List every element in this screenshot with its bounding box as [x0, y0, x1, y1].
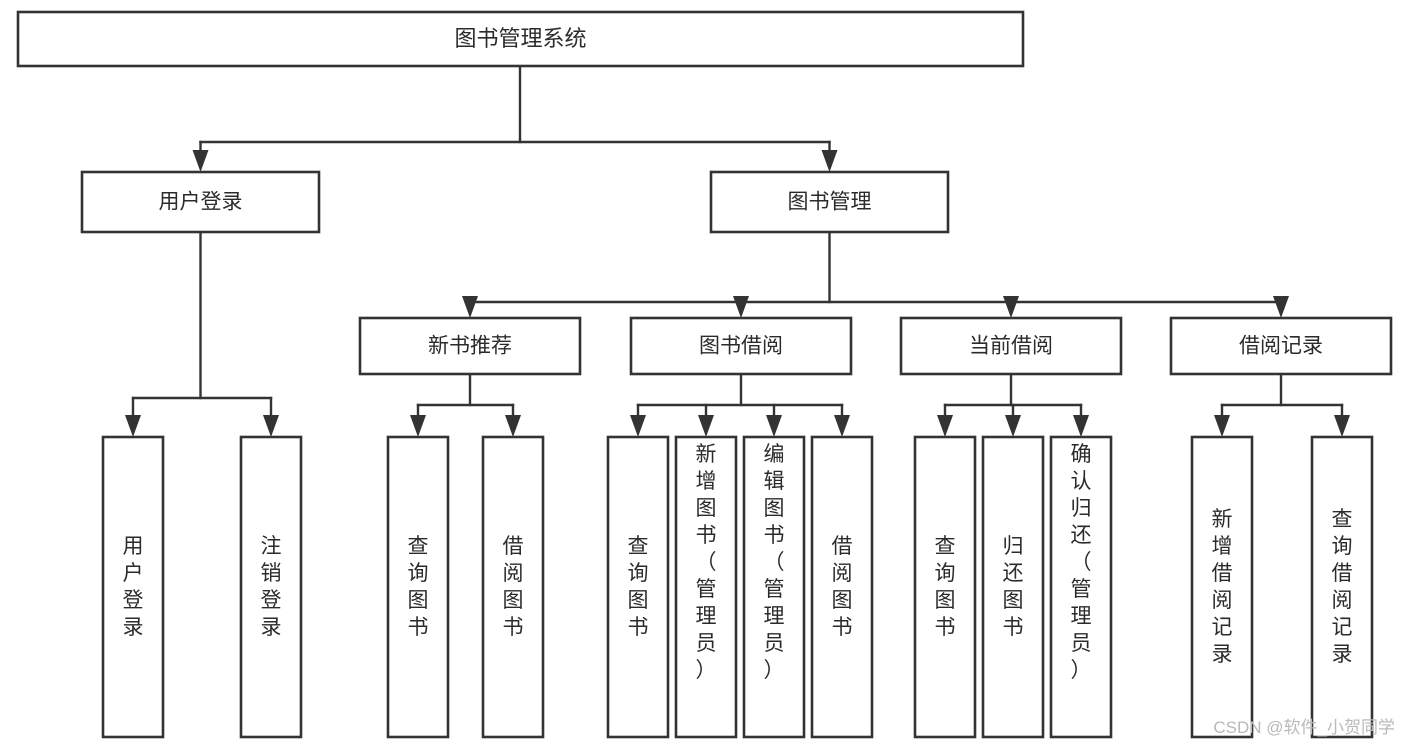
node-label-root: 图书管理系统 [454, 26, 586, 51]
node-leaf-query-book-2[interactable]: 查询图书 [606, 435, 670, 739]
node-leaf-query-record[interactable]: 查询借阅记录 [1310, 435, 1374, 739]
csdn-watermark: CSDN @软件_小贺同学 [1213, 718, 1395, 737]
node-label-current-borrow: 当前借阅 [969, 335, 1053, 358]
node-box-leaf-borrow-book-1[interactable] [481, 435, 545, 739]
node-leaf-confirm-return[interactable]: 确认归还（管理员） [1049, 435, 1113, 739]
node-box-book-manage[interactable] [709, 170, 950, 234]
node-boxes-layer: 图书管理系统用户登录图书管理新书推荐图书借阅当前借阅借阅记录用户登录注销登录查询… [16, 10, 1393, 739]
node-label-leaf-edit-book: 编辑图书（管理员） [764, 443, 785, 682]
edge-root-to-user-login-head [192, 150, 209, 172]
node-box-new-book-recommend[interactable] [358, 316, 582, 376]
node-box-leaf-query-book-1[interactable] [386, 435, 450, 739]
node-label-leaf-query-book-1: 查询图书 [408, 535, 429, 639]
node-leaf-return-book[interactable]: 归还图书 [981, 435, 1045, 739]
edge-book-manage-to-new-book-recommend-head [462, 296, 478, 318]
node-borrow-record[interactable]: 借阅记录 [1169, 316, 1393, 376]
node-box-leaf-user-logout[interactable] [239, 435, 303, 739]
node-box-leaf-query-book-2[interactable] [606, 435, 670, 739]
node-label-leaf-return-book: 归还图书 [1003, 535, 1024, 639]
node-box-leaf-add-book[interactable] [674, 435, 738, 739]
edge-current-borrow-to-leaf-query-book-3-head [937, 415, 953, 437]
node-box-leaf-confirm-return[interactable] [1049, 435, 1113, 739]
node-box-leaf-add-record[interactable] [1190, 435, 1254, 739]
node-box-leaf-edit-book[interactable] [742, 435, 806, 739]
node-label-leaf-query-book-2: 查询图书 [628, 535, 649, 639]
node-leaf-borrow-book-1[interactable]: 借阅图书 [481, 435, 545, 739]
edge-user-login-to-leaf-user-login-head [125, 415, 141, 437]
node-box-root[interactable] [16, 10, 1025, 68]
node-box-leaf-query-book-3[interactable] [913, 435, 977, 739]
node-label-leaf-query-book-3: 查询图书 [935, 535, 956, 639]
edge-new-book-recommend-to-leaf-borrow-book-1-head [505, 415, 521, 437]
edge-book-borrow-to-leaf-edit-book-head [766, 415, 782, 437]
node-label-new-book-recommend: 新书推荐 [428, 335, 512, 358]
node-leaf-edit-book[interactable]: 编辑图书（管理员） [742, 435, 806, 739]
node-book-manage[interactable]: 图书管理 [709, 170, 950, 234]
edge-book-borrow-to-leaf-add-book-head [698, 415, 714, 437]
node-leaf-query-book-1[interactable]: 查询图书 [386, 435, 450, 739]
node-box-book-borrow[interactable] [629, 316, 853, 376]
edge-new-book-recommend-to-leaf-query-book-1-head [410, 415, 426, 437]
edge-book-manage-to-borrow-record-head [1273, 296, 1289, 318]
node-box-user-login[interactable] [80, 170, 321, 234]
edge-user-login-to-leaf-user-logout-head [263, 415, 279, 437]
edge-book-manage-to-current-borrow-head [1003, 296, 1019, 318]
node-label-leaf-add-book: 新增图书（管理员） [696, 443, 717, 682]
node-user-login[interactable]: 用户登录 [80, 170, 321, 234]
node-leaf-user-login[interactable]: 用户登录 [101, 435, 165, 739]
node-new-book-recommend[interactable]: 新书推荐 [358, 316, 582, 376]
node-box-leaf-user-login[interactable] [101, 435, 165, 739]
edge-book-borrow-to-leaf-query-book-2-head [630, 415, 646, 437]
node-box-leaf-return-book[interactable] [981, 435, 1045, 739]
node-box-leaf-query-record[interactable] [1310, 435, 1374, 739]
node-label-leaf-borrow-book-2: 借阅图书 [832, 535, 853, 639]
node-label-book-borrow: 图书借阅 [699, 335, 783, 358]
edge-borrow-record-to-leaf-add-record-head [1214, 415, 1230, 437]
node-leaf-user-logout[interactable]: 注销登录 [239, 435, 303, 739]
node-label-user-login: 用户登录 [159, 191, 243, 214]
node-label-leaf-user-logout: 注销登录 [261, 535, 282, 639]
node-box-current-borrow[interactable] [899, 316, 1123, 376]
edge-borrow-record-to-leaf-query-record-head [1334, 415, 1350, 437]
edge-book-borrow-to-leaf-borrow-book-2-head [834, 415, 850, 437]
node-label-book-manage: 图书管理 [788, 191, 872, 214]
node-label-leaf-add-record: 新增借阅记录 [1212, 508, 1233, 666]
node-label-leaf-user-login: 用户登录 [123, 535, 144, 639]
node-book-borrow[interactable]: 图书借阅 [629, 316, 853, 376]
node-current-borrow[interactable]: 当前借阅 [899, 316, 1123, 376]
node-label-leaf-borrow-book-1: 借阅图书 [503, 535, 524, 639]
node-root[interactable]: 图书管理系统 [16, 10, 1025, 68]
edge-root-to-book-manage-head [821, 150, 838, 172]
edge-book-manage-to-book-borrow-head [733, 296, 749, 318]
node-label-leaf-confirm-return: 确认归还（管理员） [1071, 443, 1092, 682]
node-label-leaf-query-record: 查询借阅记录 [1332, 508, 1353, 666]
node-leaf-add-record[interactable]: 新增借阅记录 [1190, 435, 1254, 739]
connector-edges-layer [125, 64, 1350, 437]
node-box-leaf-borrow-book-2[interactable] [810, 435, 874, 739]
node-label-borrow-record: 借阅记录 [1239, 335, 1323, 358]
edge-current-borrow-to-leaf-confirm-return-head [1073, 415, 1089, 437]
node-leaf-add-book[interactable]: 新增图书（管理员） [674, 435, 738, 739]
node-leaf-query-book-3[interactable]: 查询图书 [913, 435, 977, 739]
node-box-borrow-record[interactable] [1169, 316, 1393, 376]
node-leaf-borrow-book-2[interactable]: 借阅图书 [810, 435, 874, 739]
edge-current-borrow-to-leaf-return-book-head [1005, 415, 1021, 437]
